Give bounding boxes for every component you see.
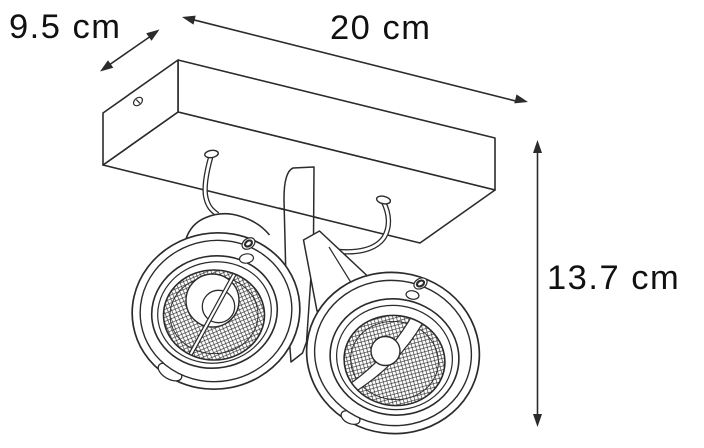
arrowhead [182,15,196,25]
arrowhead [100,60,114,72]
right-spot-reflector-vane [338,308,430,400]
plate-front-edge-overlay [278,207,320,219]
right-spot-notch [405,290,420,300]
right-spot-lamp [370,335,401,367]
right-cable-gland [375,195,392,205]
depth-dimension-label: 9.5 cm [9,8,122,46]
height-dimension-label: 13.7 cm [547,259,680,297]
arrowhead [533,414,542,427]
left-spot-head [131,231,301,391]
left-cable [202,149,220,217]
depth-arrow [100,29,160,72]
plate-screw-hole [132,96,144,107]
left-spot-notch [238,253,255,264]
right-spot-screw [413,277,428,290]
right-cable [338,195,392,255]
arrowhead [533,140,542,153]
right-spot-head [305,271,481,435]
left-spot-retaining-rod [188,270,240,356]
width-arrow [182,15,528,104]
arrowhead [514,94,528,104]
width-dimension-label: 20 cm [330,9,431,47]
left-cable-gland [204,149,219,159]
arrowhead [146,29,160,41]
height-arrow [533,140,542,427]
left-spot-screw [241,237,256,250]
plate-left-face [102,59,179,166]
